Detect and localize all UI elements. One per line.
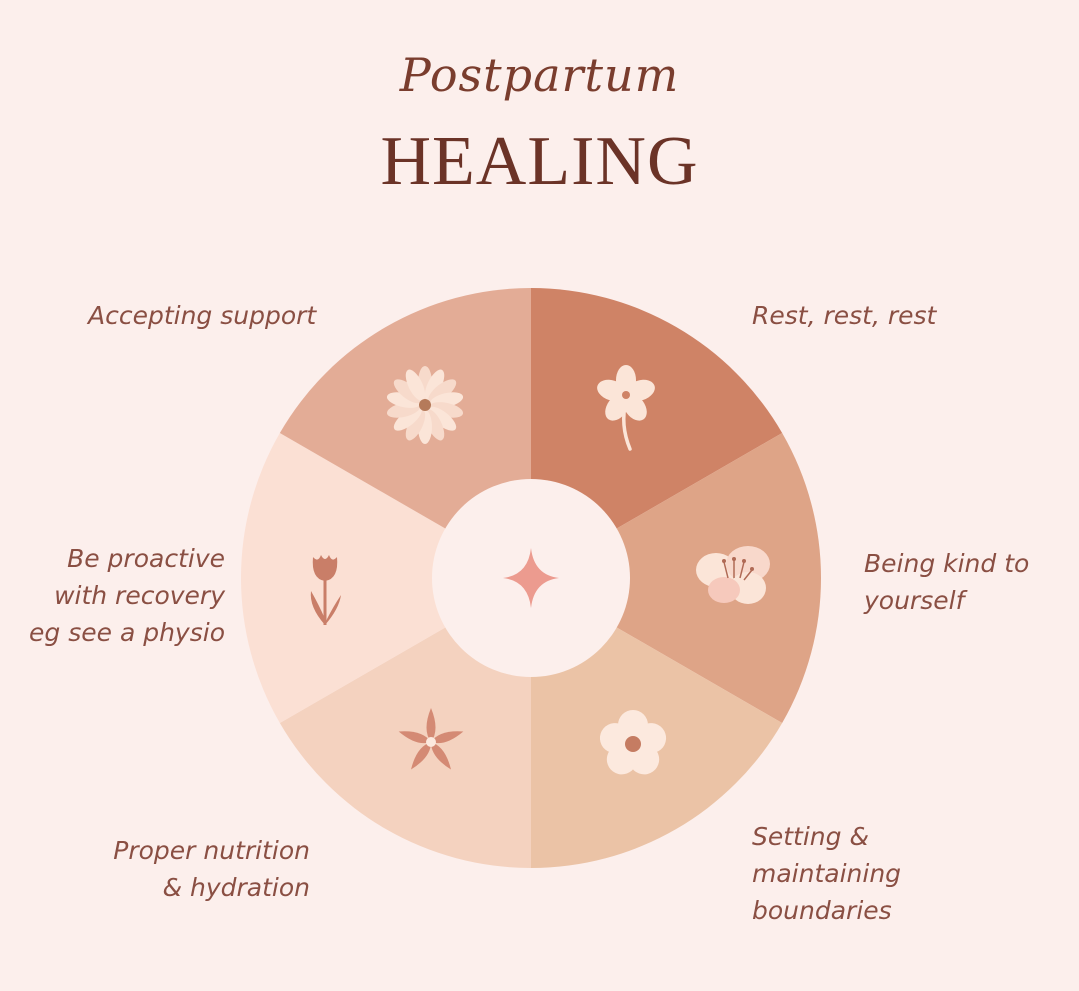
label-boundaries: Setting & maintaining boundaries bbox=[752, 822, 902, 925]
daisy-petal bbox=[393, 379, 422, 404]
title-script: Postpartum bbox=[399, 48, 680, 102]
daisy-petal bbox=[405, 409, 426, 441]
sparkle-icon bbox=[503, 548, 559, 608]
star-flower-icon bbox=[398, 708, 464, 770]
label-proactive: Be proactive with recovery eg see a phys… bbox=[29, 544, 225, 647]
tulip-icon bbox=[310, 555, 341, 625]
daisy-petal bbox=[424, 369, 445, 401]
blossom-icon bbox=[696, 546, 770, 604]
label-accepting-support: Accepting support bbox=[88, 301, 317, 330]
daisy-icon bbox=[386, 366, 464, 444]
wheel-segment-being-kind bbox=[531, 433, 822, 723]
label-being-kind: Being kind to yourself bbox=[864, 549, 1030, 615]
daisy-petal bbox=[405, 369, 426, 401]
label-rest: Rest, rest, rest bbox=[752, 301, 937, 330]
wheel-segment-proactive bbox=[240, 433, 531, 723]
daisy-petal bbox=[428, 406, 457, 431]
title-main: HEALING bbox=[380, 123, 699, 200]
clover-flower-icon bbox=[597, 365, 655, 451]
label-nutrition: Proper nutrition & hydration bbox=[113, 836, 310, 902]
round-flower-icon bbox=[599, 710, 667, 775]
